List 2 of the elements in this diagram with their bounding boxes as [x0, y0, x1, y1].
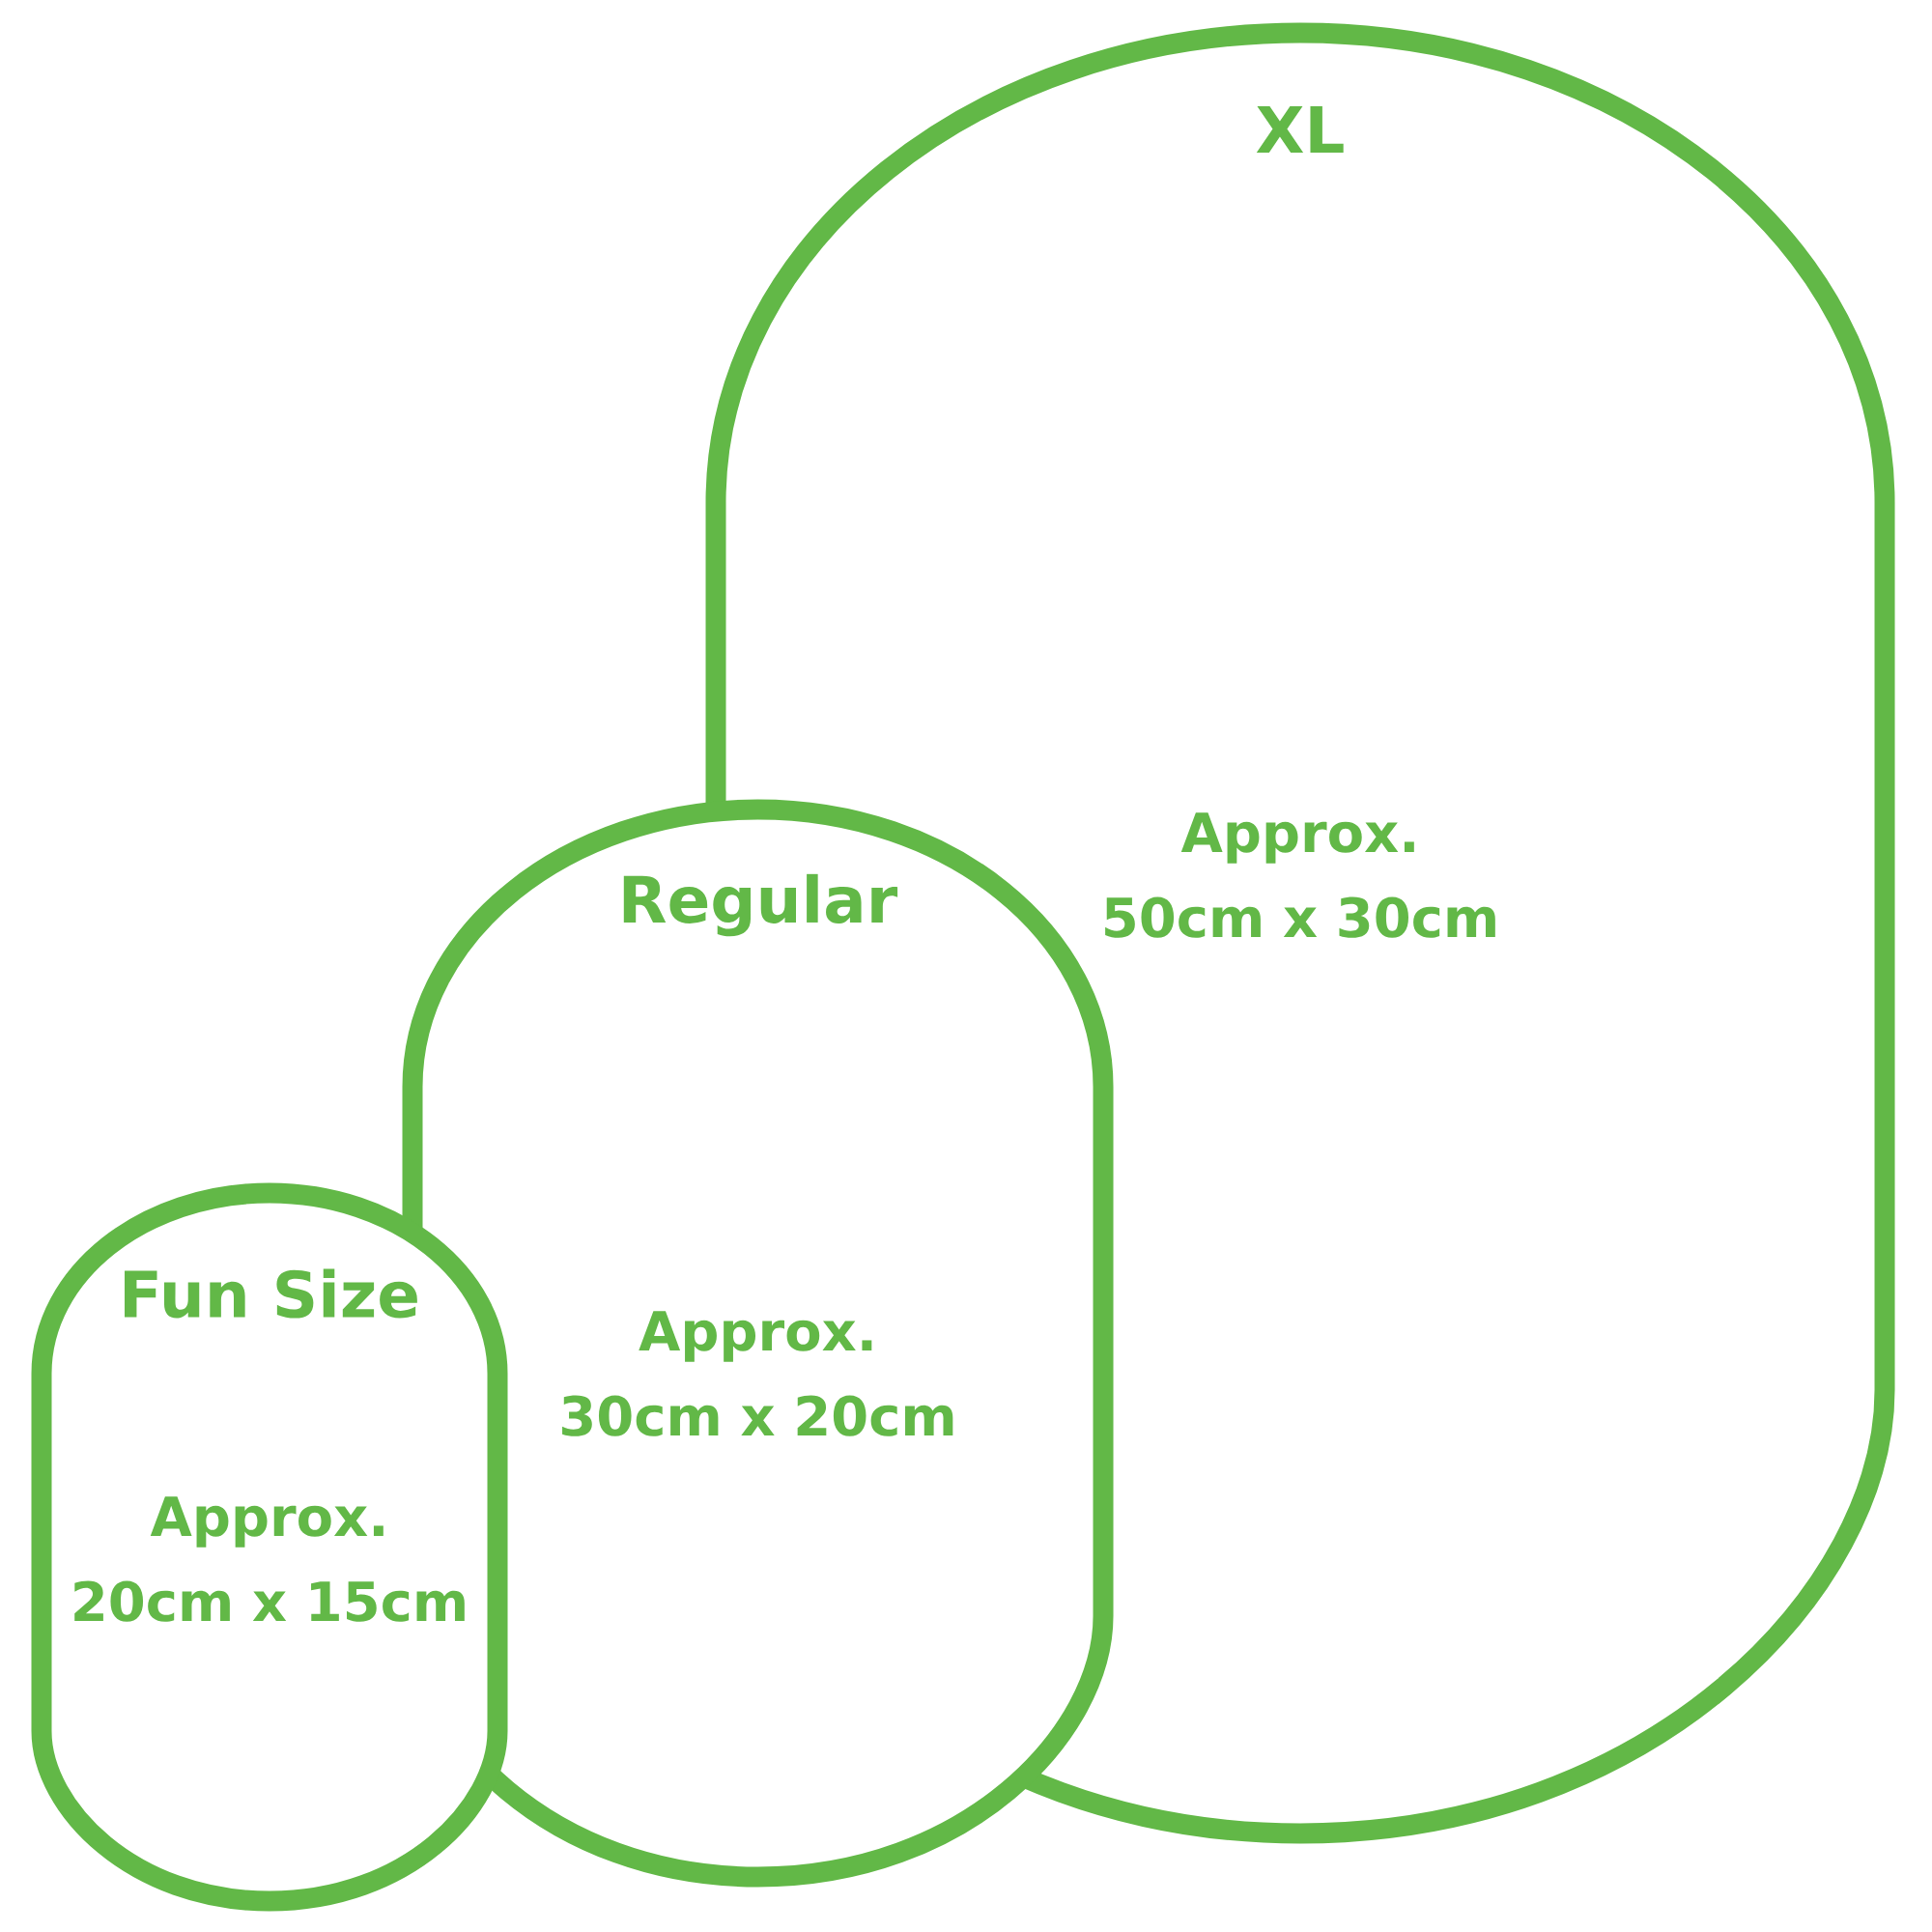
dimension-label: Approx. 50cm x 30cm	[1105, 812, 1495, 938]
size-label: XL	[1256, 105, 1344, 154]
